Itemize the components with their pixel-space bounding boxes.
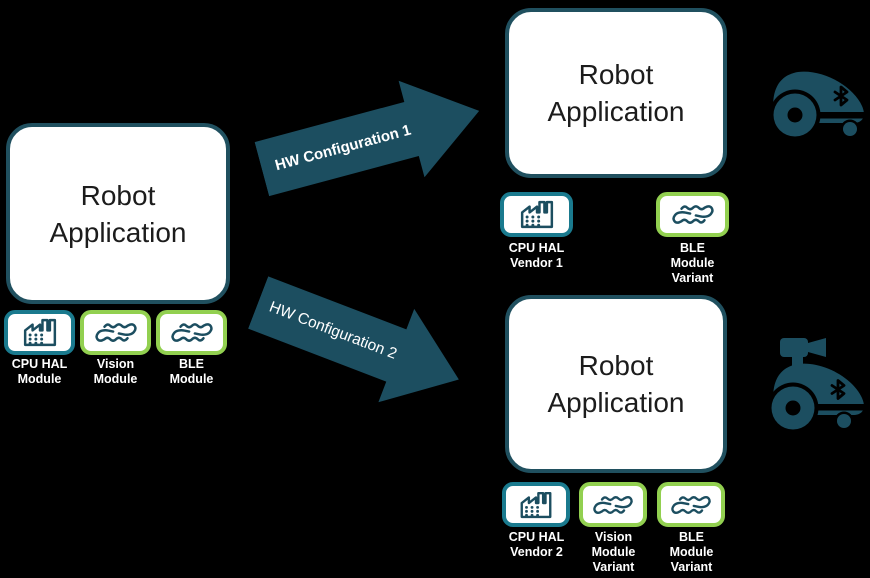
block-arrow-icon <box>248 276 459 403</box>
handshake-icon <box>94 323 137 342</box>
factory-icon <box>520 200 553 229</box>
factory-icon <box>23 318 56 347</box>
module-ble-variant-config2 <box>657 482 725 527</box>
module-ble <box>156 310 227 355</box>
handshake-icon <box>671 205 714 224</box>
module-cpu-hal-vendor2 <box>502 482 570 527</box>
handshake-icon <box>170 323 213 342</box>
factory-icon <box>520 491 552 518</box>
module-label-vision-variant: Vision Module Variant <box>591 530 636 574</box>
module-cpu-hal-vendor1 <box>500 192 573 237</box>
handshake-icon <box>671 495 711 514</box>
robot-application-box-config2: Robot Application <box>505 295 727 473</box>
bluetooth-icon <box>830 379 846 400</box>
arrow-hw-configuration-1: HW Configuration 1 <box>249 63 492 218</box>
module-label-ble: BLE Module <box>169 357 214 386</box>
camera-icon <box>780 338 826 366</box>
module-label-cpu-hal-vendor2: CPU HAL Vendor 2 <box>508 530 565 559</box>
module-label-cpu-hal-vendor1: CPU HAL Vendor 1 <box>508 241 565 270</box>
module-label-vision: Vision Module <box>93 357 138 386</box>
module-label-ble-variant-config2: BLE Module Variant <box>669 530 714 574</box>
module-vision-variant <box>579 482 647 527</box>
module-cpu-hal <box>4 310 75 355</box>
robot-application-box-left: Robot Application <box>6 123 230 304</box>
bluetooth-icon <box>833 85 849 107</box>
robot-mower-camera-bluetooth-icon <box>768 336 868 436</box>
handshake-icon <box>593 495 633 514</box>
robot-application-title: Robot Application <box>547 350 685 418</box>
arrow-hw-configuration-2: HW Configuration 2 <box>240 256 477 426</box>
module-vision <box>80 310 151 355</box>
module-label-ble-variant-config1: BLE Module Variant <box>670 241 715 285</box>
block-arrow-icon <box>254 80 480 197</box>
module-label-cpu-hal: CPU HAL Module <box>11 357 68 386</box>
module-ble-variant-config1 <box>656 192 729 237</box>
robot-mower-bluetooth-icon <box>768 66 868 141</box>
robot-application-title: Robot Application <box>49 179 187 248</box>
robot-application-box-config1: Robot Application <box>505 8 727 178</box>
robot-application-title: Robot Application <box>547 59 685 127</box>
